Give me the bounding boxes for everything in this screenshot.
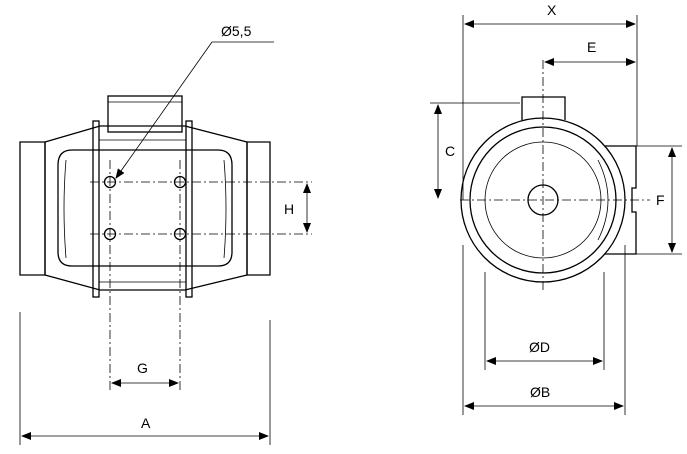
right-mounting-bracket	[185, 120, 193, 298]
hole-leader-line	[115, 41, 213, 179]
dimension-f-label: F	[656, 192, 665, 208]
side-view: Ø5,5 H G A	[19, 23, 312, 445]
body-inner-contour	[63, 159, 227, 259]
dimension-x-label: X	[547, 2, 557, 18]
front-terminal-box	[521, 96, 566, 120]
dimension-a-label: A	[141, 415, 151, 431]
dimension-g-label: G	[137, 360, 148, 376]
dimension-e-label: E	[587, 39, 596, 55]
body-panel	[57, 149, 233, 267]
dimension-d-label: ØD	[529, 339, 550, 355]
right-collar	[246, 141, 271, 276]
mounting-hole	[173, 175, 187, 189]
dimension-c-label: C	[445, 143, 455, 159]
motor-body	[44, 125, 248, 291]
left-collar	[19, 141, 46, 276]
dimension-b-label: ØB	[530, 384, 550, 400]
left-mounting-bracket	[92, 120, 100, 298]
dimension-h-label: H	[284, 201, 294, 217]
front-view: X E C F ØD ØB	[430, 2, 682, 415]
hole-diameter-label: Ø5,5	[221, 23, 252, 39]
terminal-box	[107, 95, 183, 133]
